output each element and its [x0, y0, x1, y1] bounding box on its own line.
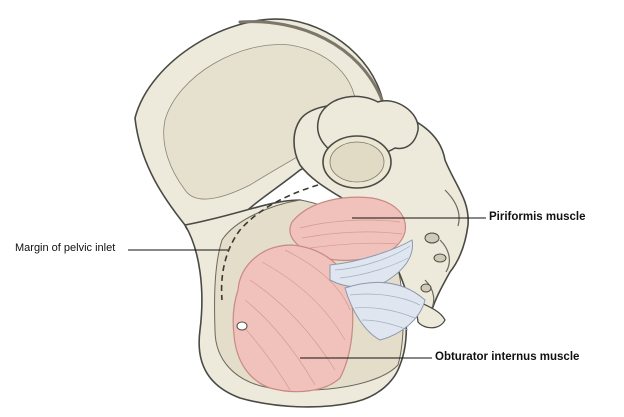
label-obturator-internus-muscle: Obturator internus muscle: [435, 351, 580, 363]
obturator-internus-muscle: [232, 244, 354, 393]
label-margin-of-pelvic-inlet: Margin of pelvic inlet: [15, 242, 116, 254]
sacrotuberous-ligament: [344, 281, 426, 341]
obturator-fibers: [241, 249, 351, 391]
label-piriformis-muscle: Piriformis muscle: [489, 211, 586, 223]
sacral-foramen-2: [433, 253, 447, 263]
iliac-crest: [238, 20, 384, 102]
pelvic-inlet-margin: [220, 184, 319, 301]
sacral-foramen-3: [420, 283, 432, 293]
small-foramen: [236, 321, 248, 331]
ligament-fibers: [334, 245, 421, 331]
vertebral-body-core: [329, 141, 385, 183]
sacral-foramen-1: [424, 232, 440, 244]
piriformis-fibers: [299, 219, 403, 249]
